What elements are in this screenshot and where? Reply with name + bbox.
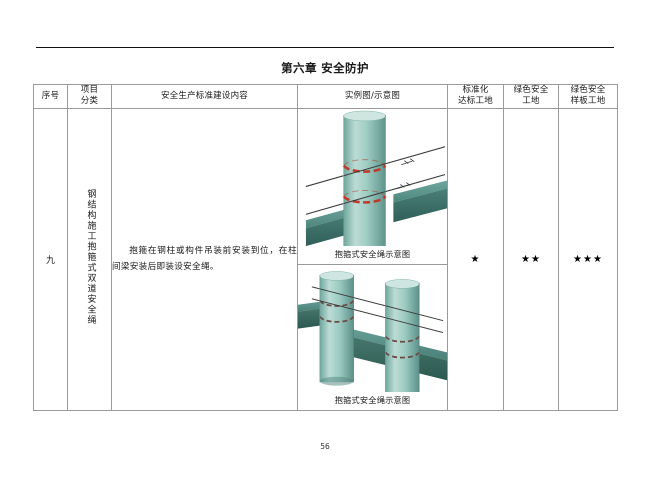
header-content-label: 安全生产标准建设内容 — [160, 90, 248, 101]
figure-1: 抱箍式安全绳示意图 — [298, 108, 447, 266]
header-figure: 实例图/示意图 — [297, 84, 448, 109]
figure-2-caption: 抱箍式安全绳示意图 — [334, 395, 411, 406]
category-value: 钢结构施工抱箍式双道安全绳 — [85, 188, 96, 326]
header-rating-green: 绿色安全 工地 — [503, 84, 559, 109]
cell-figures: 抱箍式安全绳示意图 — [297, 107, 448, 412]
page-title: 第六章 安全防护 — [281, 61, 369, 75]
rating-green-model-value: ★★★ — [573, 254, 603, 266]
header-rating-green-model: 绿色安全 样板工地 — [558, 84, 618, 109]
rating-standardized-value: ★ — [470, 254, 481, 266]
steel-column-hoop-diagram-icon — [298, 108, 447, 247]
figure-1-caption: 抱箍式安全绳示意图 — [334, 249, 411, 260]
rating-green-value: ★★ — [521, 254, 541, 266]
header-category-label-1: 项目 — [80, 85, 99, 95]
header-serial: 序号 — [33, 84, 68, 109]
header-rating2-label-1: 绿色安全 — [513, 85, 549, 95]
header-figure-label: 实例图/示意图 — [344, 90, 401, 101]
header-rating1-label-1: 标准化 — [462, 85, 489, 95]
figure-stack: 抱箍式安全绳示意图 — [298, 108, 447, 410]
cell-rating-green: ★★ — [503, 107, 559, 412]
header-rating3-label-1: 绿色安全 — [570, 85, 606, 95]
header-category-label-2: 分类 — [80, 96, 99, 107]
header-rule — [36, 47, 614, 48]
cell-category: 钢结构施工抱箍式双道安全绳 — [67, 107, 112, 412]
cell-content: 抱箍在钢柱或构件吊装前安装到位，在柱间梁安装后即装设安全绳。 — [111, 107, 298, 412]
page-number: 56 — [320, 442, 330, 451]
header-serial-label: 序号 — [41, 90, 60, 101]
content-value: 抱箍在钢柱或构件吊装前安装到位，在柱间梁安装后即装设安全绳。 — [112, 245, 297, 272]
header-rating1-label-2: 达标工地 — [458, 96, 493, 107]
table-header-row: 序号 项目 分类 安全生产标准建设内容 实例图/示意图 标准化 达标工地 绿色安 — [33, 84, 618, 109]
header-rating3-label-2: 样板工地 — [570, 96, 606, 107]
cell-serial: 九 — [33, 107, 68, 412]
header-category: 项目 分类 — [67, 84, 112, 109]
figure-2: 抱箍式安全绳示意图 — [298, 265, 447, 410]
header-content: 安全生产标准建设内容 — [111, 84, 298, 109]
cell-rating-standardized: ★ — [447, 107, 504, 412]
double-column-safety-rope-diagram-icon — [298, 265, 447, 393]
safety-standards-table: 序号 项目 分类 安全生产标准建设内容 实例图/示意图 标准化 达标工地 绿色安 — [33, 84, 618, 412]
table-row: 九 钢结构施工抱箍式双道安全绳 抱箍在钢柱或构件吊装前安装到位，在柱间梁安装后即… — [33, 107, 618, 412]
header-rating-standardized: 标准化 达标工地 — [447, 84, 504, 109]
serial-value: 九 — [45, 256, 55, 267]
header-rating2-label-2: 工地 — [522, 96, 540, 107]
cell-rating-green-model: ★★★ — [558, 107, 618, 412]
